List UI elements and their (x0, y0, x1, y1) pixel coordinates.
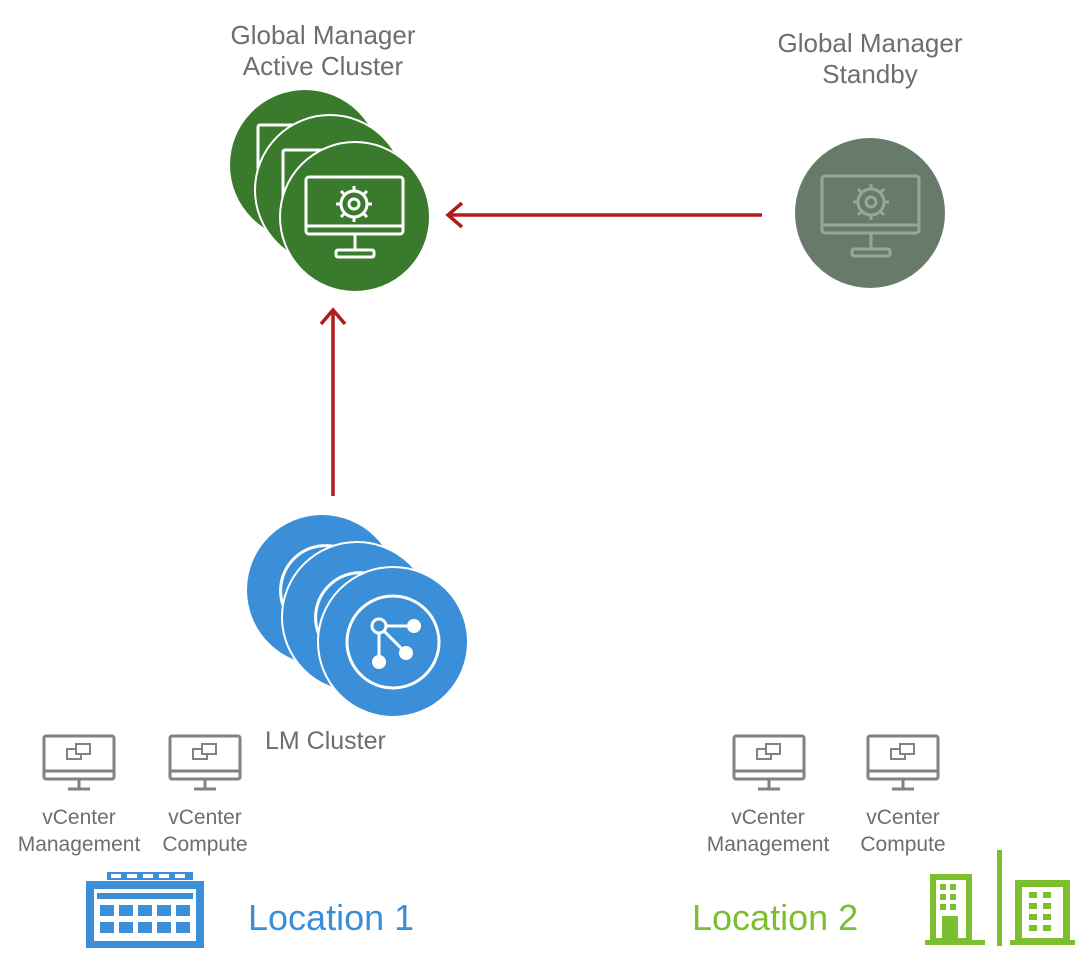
lm-cluster-label: LM Cluster (265, 727, 386, 755)
vcenter-compute-2-line1: vCenter (866, 806, 940, 829)
global-manager-standby-icon (795, 138, 945, 288)
location1-building-icon (86, 872, 204, 948)
vcenter-management-1-icon (42, 734, 116, 791)
vcenter-compute-2-icon (866, 734, 940, 791)
global-manager-standby-label-line1: Global Manager (777, 28, 963, 58)
location2-label: Location 2 (692, 897, 859, 938)
global-manager-active-label-line2: Active Cluster (242, 51, 404, 82)
vcenter-management-2-line1: vCenter (731, 806, 805, 829)
vcenter-management-2-icon (732, 734, 806, 791)
location2-buildings-icon (925, 850, 1075, 946)
lm-cluster-icon (247, 515, 469, 718)
arrow-standby-to-active (445, 201, 762, 229)
vcenter-compute-1-line1: vCenter (168, 806, 242, 829)
vcenter-management-2-line2: Management (706, 833, 830, 857)
global-manager-standby-label-line2: Standby (822, 59, 918, 90)
vcenter-compute-1-line2: Compute (162, 833, 248, 857)
global-manager-active-label: Global Manager Active Cluster (183, 20, 463, 82)
vcenter-compute-1-label: vCenter Compute (120, 804, 290, 859)
vcenter-management-2-label: vCenter Management (683, 804, 853, 859)
vcenter-management-1-line2: Management (17, 833, 141, 857)
vcenter-compute-2-line2: Compute (860, 833, 946, 857)
location1-label: Location 1 (248, 897, 415, 938)
vcenter-compute-2-label: vCenter Compute (818, 804, 988, 859)
global-manager-standby-label: Global Manager Standby (730, 28, 1010, 90)
global-manager-active-label-line1: Global Manager (230, 20, 416, 50)
arrow-lm-to-active (319, 307, 347, 496)
vcenter-management-1-label: vCenter Management (0, 804, 164, 859)
vcenter-compute-1-icon (168, 734, 242, 791)
vcenter-management-1-line1: vCenter (42, 806, 116, 829)
global-manager-active-cluster-icon (230, 90, 431, 293)
